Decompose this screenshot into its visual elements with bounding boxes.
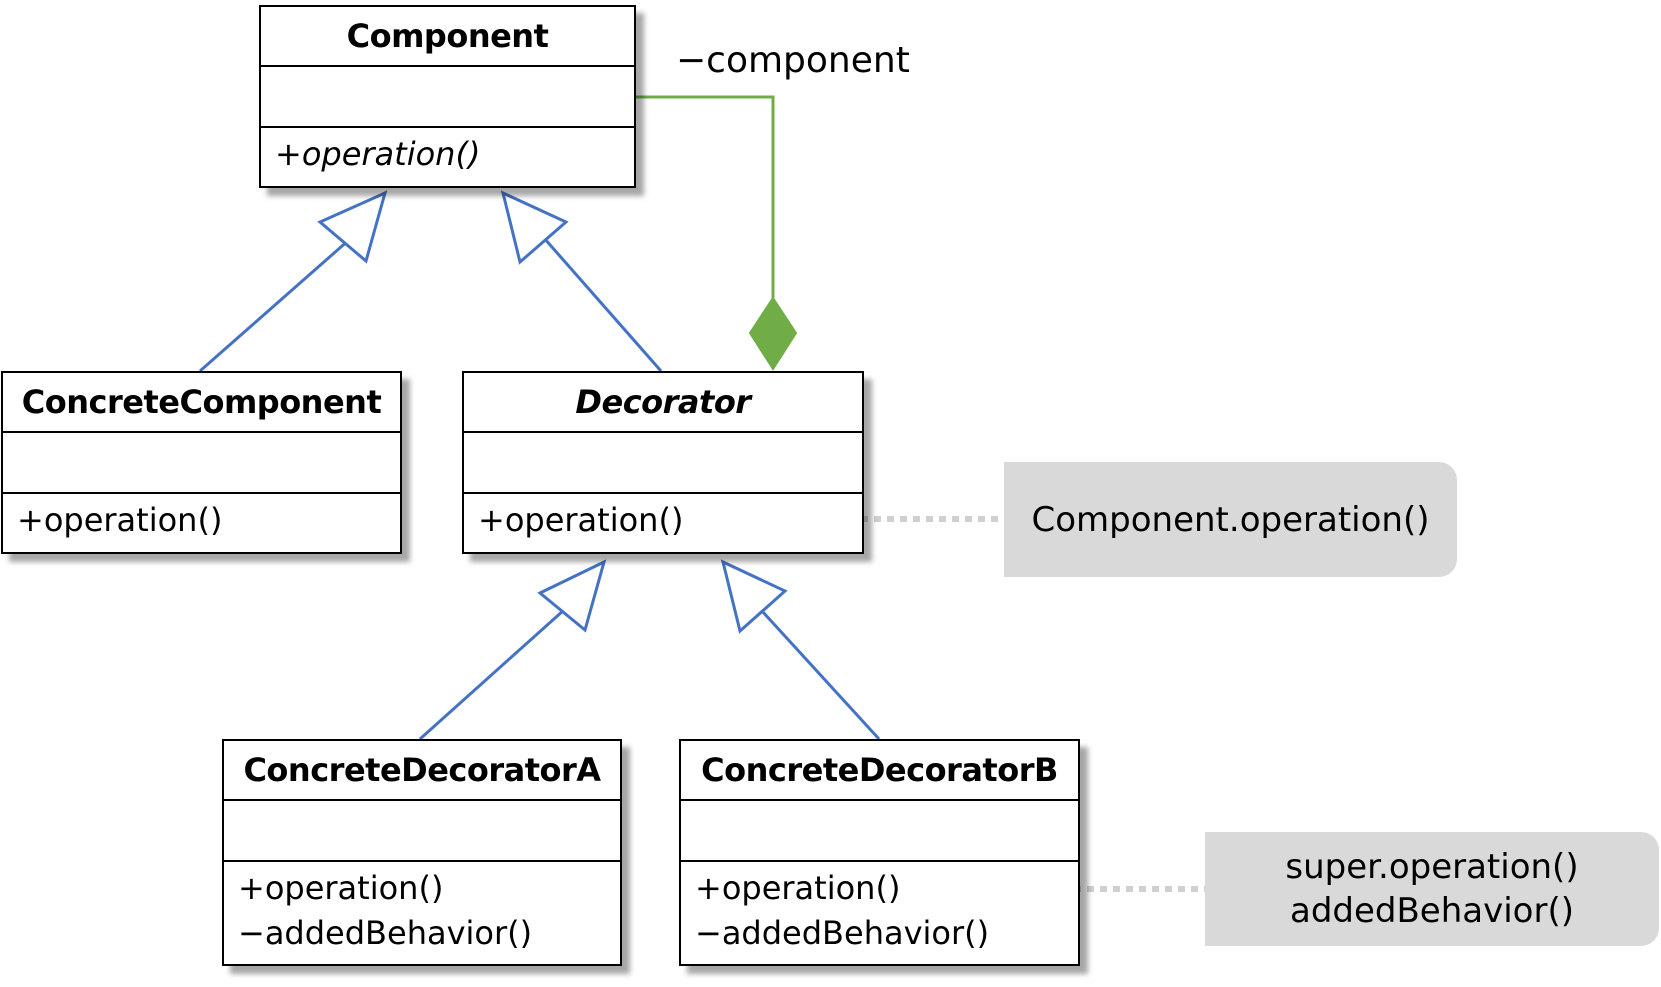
operations-compartment: +operation() [261, 128, 634, 186]
class-component[interactable]: Component +operation() [259, 5, 636, 188]
class-decorator[interactable]: Decorator +operation() [462, 371, 864, 554]
operation: +operation() [478, 501, 684, 539]
class-name: ConcreteDecoratorB [681, 741, 1078, 801]
note-concrete-decorator-b-operation: super.operation() addedBehavior() [1205, 832, 1659, 946]
operation: +operation() [17, 501, 223, 539]
operations-compartment: +operation() −addedBehavior() [224, 862, 620, 964]
generalization-line-concrete-decorator-a [418, 608, 566, 741]
class-name: Decorator [464, 373, 862, 433]
class-concrete-component[interactable]: ConcreteComponent +operation() [1, 371, 402, 554]
composition-diamond-icon [748, 296, 798, 371]
attributes-compartment [464, 433, 862, 494]
class-name: ConcreteDecoratorA [224, 741, 620, 801]
note-line: super.operation() [1285, 847, 1579, 887]
class-concrete-decorator-a[interactable]: ConcreteDecoratorA +operation() −addedBe… [222, 739, 622, 966]
note-decorator-operation: Component.operation() [1004, 462, 1457, 577]
operations-compartment: +operation() [3, 494, 400, 552]
attributes-compartment [681, 801, 1078, 862]
generalization-arrowhead-icon [720, 559, 788, 634]
class-name: Component [261, 7, 634, 67]
generalization-arrowhead-icon [317, 190, 388, 264]
attributes-compartment [224, 801, 620, 862]
generalization-line-concrete-component [199, 237, 351, 373]
class-concrete-decorator-b[interactable]: ConcreteDecoratorB +operation() −addedBe… [679, 739, 1080, 966]
operation: −addedBehavior() [238, 914, 533, 952]
generalization-arrowhead-icon [537, 559, 607, 633]
generalization-arrowhead-icon [500, 190, 569, 265]
operation: +operation() [275, 135, 481, 173]
note-line: Component.operation() [1031, 499, 1430, 540]
note-line: addedBehavior() [1289, 891, 1574, 931]
operation: +operation() [695, 869, 901, 907]
attributes-compartment [3, 433, 400, 494]
operation: +operation() [238, 869, 444, 907]
operations-compartment: +operation() [464, 494, 862, 552]
association-role-label: −component [676, 40, 910, 81]
operation: −addedBehavior() [695, 914, 990, 952]
class-name: ConcreteComponent [3, 373, 400, 433]
generalization-line-concrete-decorator-b [760, 609, 881, 741]
composition-line [634, 95, 775, 300]
attributes-compartment [261, 67, 634, 128]
generalization-line-decorator [542, 237, 663, 372]
operations-compartment: +operation() −addedBehavior() [681, 862, 1078, 964]
